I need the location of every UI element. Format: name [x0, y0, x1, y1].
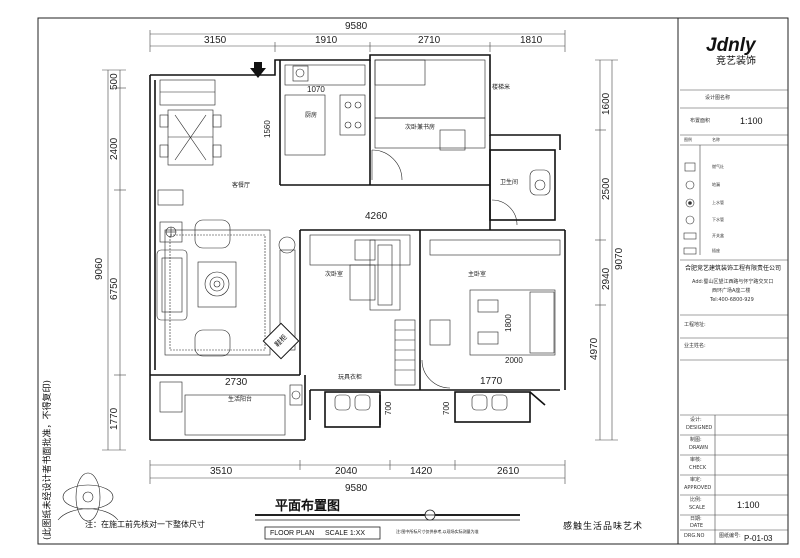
dim-bottom-1: 3510: [210, 466, 233, 477]
floor-plan-label: FLOOR PLAN: [270, 530, 315, 537]
dim-inner-700a: 700: [384, 401, 393, 415]
scale-en: SCALE: [689, 505, 706, 511]
dim-top-2: 1910: [315, 35, 338, 46]
drawing-no-en: DRG.NO: [684, 533, 705, 539]
dim-right-4: 4970: [589, 337, 600, 360]
top-dimension-lines: [149, 30, 566, 52]
legend-symbols: [683, 162, 697, 255]
dim-right-3: 2940: [601, 267, 612, 290]
dim-top-4: 1810: [520, 35, 543, 46]
company-full: 合肥竞艺建筑装饰工程有限责任公司: [685, 265, 782, 272]
telephone: Tel:400-6800-929: [710, 297, 754, 303]
room-stair: 楼梯米: [492, 84, 511, 91]
legend-item: 开关盒: [712, 233, 724, 238]
dim-right-2: 2500: [601, 177, 612, 200]
room-living: 客餐厅: [232, 182, 251, 189]
dim-bottom-3: 1420: [410, 466, 433, 477]
company-short: 竞艺装饰: [716, 56, 756, 67]
shoe-cabinet-label: 鞋柜: [273, 333, 289, 349]
title-lines: [255, 509, 520, 540]
legend-item: 下水管: [712, 217, 724, 222]
dim-top-total: 9580: [345, 21, 368, 32]
dim-right-1: 1600: [601, 92, 612, 115]
entry-arrow: [250, 68, 266, 78]
dim-inner-1770: 1770: [480, 376, 503, 387]
dim-left-2: 2400: [109, 137, 120, 160]
address-line-2: 西环广场A座二楼: [712, 288, 751, 294]
approved-en: APPROVED: [684, 485, 712, 491]
dim-inner-1800: 1800: [504, 314, 513, 332]
drawing-no-value: P-01-03: [744, 534, 773, 543]
plan-title: 平面布置图: [275, 499, 341, 514]
scale-value: 1:100: [737, 500, 760, 510]
slogan: 感触生活品味艺术: [563, 522, 644, 532]
room-wardrobe: 玩具衣柜: [338, 374, 363, 381]
scale-cn: 比例:: [690, 497, 702, 503]
right-dimension-lines: [595, 59, 618, 441]
dim-inner-700b: 700: [442, 401, 451, 415]
dim-top-1: 3150: [204, 35, 227, 46]
drawn-cn: 制图:: [690, 437, 702, 443]
room-balcony: 生活阳台: [228, 396, 253, 403]
legend-item: 上水管: [712, 200, 724, 205]
room-bathroom: 卫生间: [500, 179, 519, 186]
legend-header-2: 名称: [712, 137, 720, 142]
room-second-bedroom: 次卧室: [325, 271, 344, 278]
designed-en: DESIGNED: [686, 425, 713, 431]
room-master-bedroom: 主卧室: [468, 271, 487, 278]
legend-header-1: 图例: [684, 137, 692, 142]
dim-top-3: 2710: [418, 35, 441, 46]
layout-value: 1:100: [740, 116, 763, 126]
dim-right-total: 9070: [614, 247, 625, 270]
furniture: [156, 59, 561, 436]
client-name-label: 业主姓名:: [684, 343, 706, 349]
address-line-1: Add:蜀山区望江西路与怀宁路交叉口: [692, 279, 774, 285]
designed-cn: 设计:: [690, 417, 702, 423]
ornament: [57, 472, 119, 522]
legend-item: 地漏: [712, 182, 720, 187]
dim-left-1: 500: [109, 73, 120, 90]
layout-label: 布置面积: [690, 118, 711, 124]
dim-left-4: 1770: [109, 407, 120, 430]
dim-inner-4260: 4260: [365, 211, 388, 222]
dim-bottom-2: 2040: [335, 466, 358, 477]
project-address-label: 工程地址:: [684, 322, 706, 328]
dim-inner-1560: 1560: [263, 120, 272, 138]
drawn-en: DRAWN: [689, 445, 708, 451]
dim-left-total: 9060: [94, 257, 105, 280]
check-cn: 审核:: [690, 457, 702, 463]
dim-bottom-total: 9580: [345, 483, 368, 494]
dim-bottom-4: 2610: [497, 466, 520, 477]
logo: Jdnly: [706, 35, 756, 56]
title-block-frame: [677, 17, 789, 545]
walls: [149, 54, 566, 441]
date-en: DATE: [690, 523, 704, 529]
side-note: (此图纸未经设计者书面批准，不得复印): [43, 379, 53, 540]
dim-left-3: 6750: [109, 277, 120, 300]
legend-item: 燃气灶: [712, 164, 724, 169]
title-block-lines: [680, 89, 788, 544]
drawing-name-label: 设计图名称: [705, 95, 731, 101]
check-en: CHECK: [689, 465, 707, 471]
dim-inner-2730: 2730: [225, 377, 248, 388]
drawing-no-cn: 图纸编号:: [719, 533, 741, 539]
approved-cn: 审定:: [690, 477, 702, 483]
dim-inner-1070: 1070: [307, 85, 325, 94]
dimension-note: 注:图中所标尺寸仅供参考,以现场实际测量为准: [396, 529, 479, 534]
dim-inner-2000: 2000: [505, 356, 523, 365]
bottom-dimension-lines: [149, 460, 566, 484]
legend-item: 插座: [712, 248, 720, 253]
scale-label: SCALE 1:XX: [325, 530, 366, 537]
room-bedroom-top: 次卧兼书房: [405, 124, 436, 131]
room-kitchen: 厨房: [305, 112, 318, 119]
bottom-note: 注：在施工前先核对一下整体尺寸: [85, 520, 205, 529]
date-cn: 日期:: [690, 516, 702, 522]
left-dimension-lines: [102, 69, 126, 451]
